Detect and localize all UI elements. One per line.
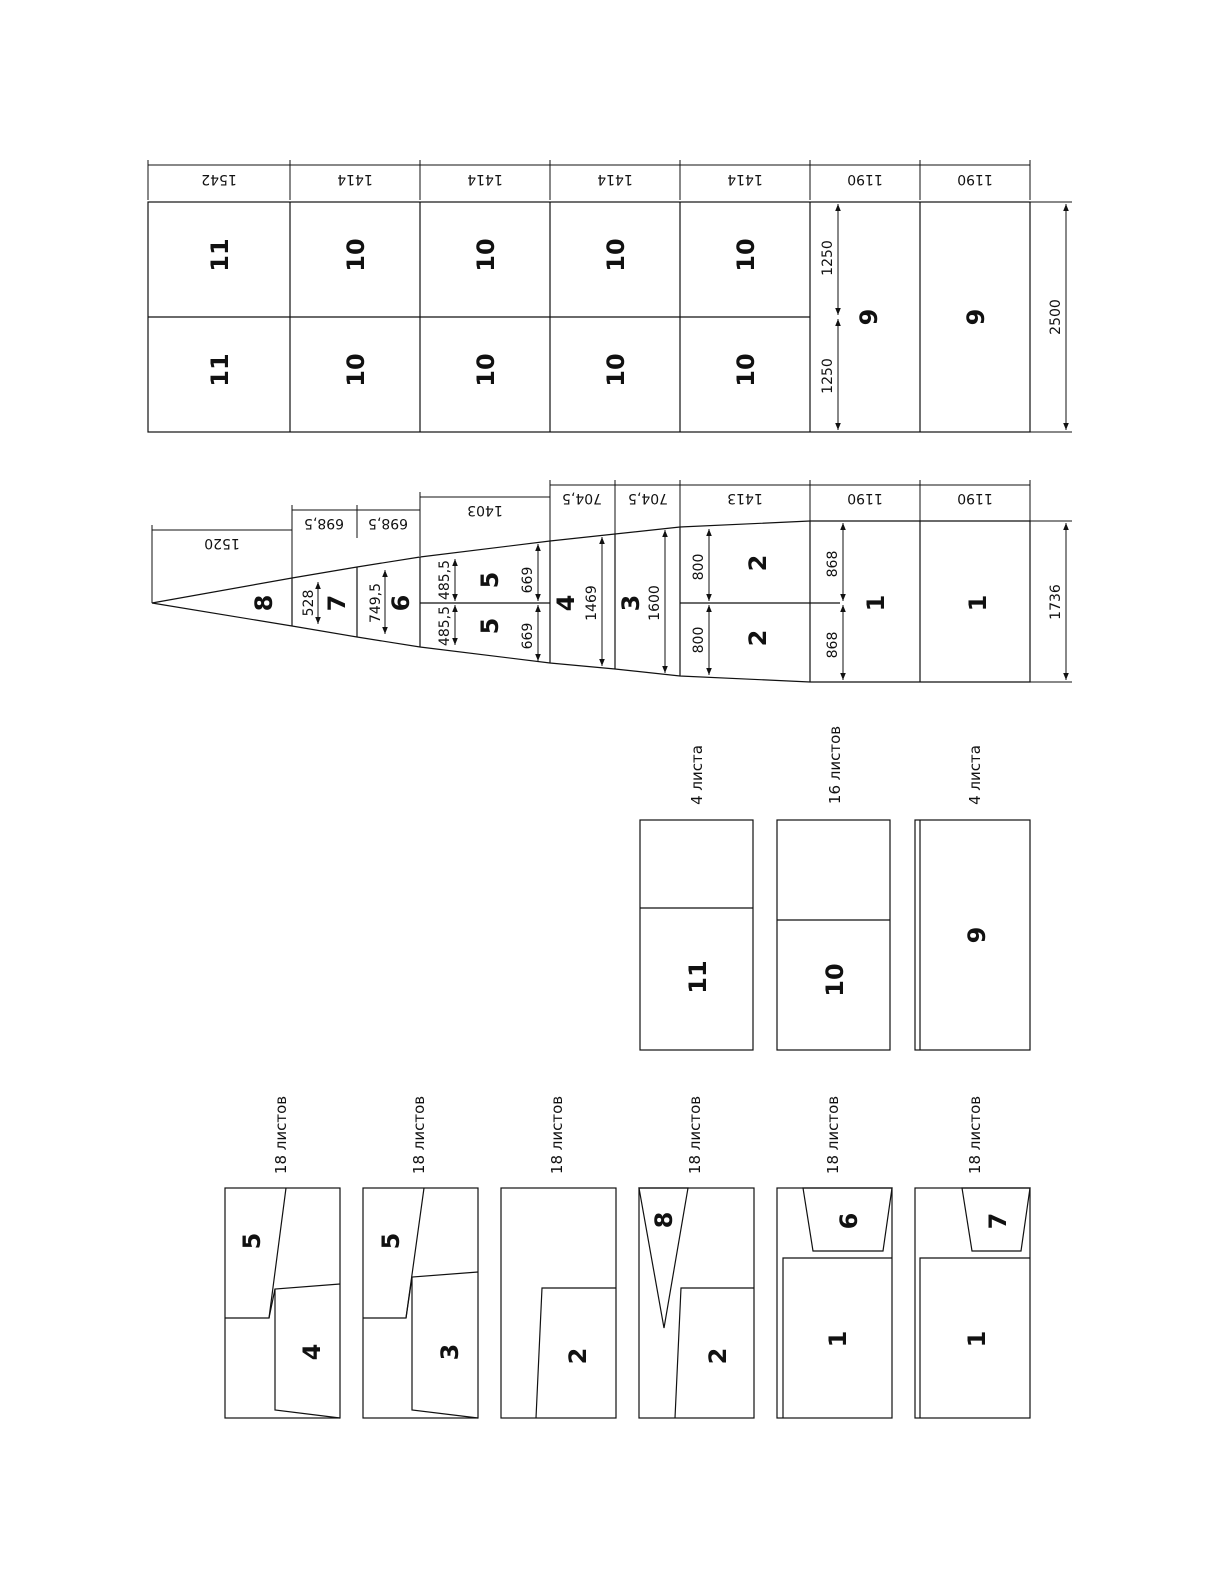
top-width-label-7: 1190 [957, 171, 993, 187]
top-dim-2500-label: 2500 [1048, 299, 1064, 335]
mid-width-ticks [151, 480, 1031, 626]
sheet-9: 9 4 листа [914, 745, 1031, 1051]
mid-piece-5-lower: 5 [476, 618, 504, 635]
mid-piece-6: 6 [387, 595, 415, 612]
sheet-10-label: 10 [821, 963, 849, 996]
mid-dim-749-label: 749,5 [368, 583, 384, 623]
mid-piece-3: 3 [617, 595, 645, 612]
mid-dim-800-upper-label: 800 [691, 554, 707, 581]
mid-dim-1469-label: 1469 [584, 585, 600, 621]
sheet-5-4: 5 4 18 листов [224, 1096, 341, 1419]
top-width-label-4: 1414 [597, 171, 633, 187]
top-piece-10-b2: 10 [472, 353, 500, 386]
mid-dim-800-lower-label: 800 [691, 627, 707, 654]
mid-piece-5-upper: 5 [476, 572, 504, 589]
sheet-2-label: 2 [564, 1348, 592, 1365]
sheet-11-label: 11 [684, 960, 712, 993]
mid-dim-1736-label: 1736 [1048, 584, 1064, 620]
mid-width-label-1520: 1520 [204, 535, 240, 551]
sheet-11: 11 4 листа [639, 745, 754, 1051]
sheet-8-2-label-8: 8 [650, 1212, 678, 1229]
top-width-label-5: 1414 [727, 171, 763, 187]
sheet-8-2: 8 2 18 листов [638, 1096, 755, 1419]
middle-layout: 1520 698,5 698,5 1403 704,5 704,5 1413 1… [151, 480, 1072, 683]
top-dim-1250-lower-label: 1250 [820, 358, 836, 394]
sheet-9-count: 4 листа [966, 745, 984, 805]
sheet-5-3-count: 18 листов [410, 1096, 428, 1174]
sheet-6-1-label-1: 1 [824, 1331, 852, 1348]
sheet-5-4-label-5: 5 [238, 1233, 266, 1250]
mid-piece-8: 8 [250, 595, 278, 612]
mid-width-label-704b: 704,5 [628, 490, 668, 506]
mid-dim-485-lower-label: 485,5 [437, 606, 453, 646]
sheet-6-1: 6 1 18 листов [776, 1096, 893, 1419]
sheet-6-1-count: 18 листов [824, 1096, 842, 1174]
mid-width-label-1413: 1413 [727, 490, 763, 506]
mid-dim-868-upper-label: 868 [825, 551, 841, 578]
mid-width-label-704a: 704,5 [562, 490, 602, 506]
top-piece-11-a: 11 [206, 238, 234, 271]
mid-width-label-698b: 698,5 [368, 515, 408, 531]
sheet-5-3: 5 3 18 листов [362, 1096, 479, 1419]
mid-dim-669-lower-label: 669 [520, 623, 536, 650]
mid-width-label-698a: 698,5 [304, 515, 344, 531]
top-piece-10-a4: 10 [732, 238, 760, 271]
mid-piece-1-b: 1 [964, 595, 992, 612]
sheet-10-count: 16 листов [826, 726, 844, 804]
top-width-label-3: 1414 [467, 171, 503, 187]
sheet-7-1-label-7: 7 [984, 1213, 1012, 1230]
sheet-10: 10 16 листов [776, 726, 891, 1051]
top-piece-10-b3: 10 [602, 353, 630, 386]
mid-width-label-1190b: 1190 [957, 490, 993, 506]
top-piece-10-a2: 10 [472, 238, 500, 271]
top-piece-10-a3: 10 [602, 238, 630, 271]
sheet-2-count: 18 листов [548, 1096, 566, 1174]
sheet-8-2-count: 18 листов [686, 1096, 704, 1174]
mid-piece-4: 4 [552, 595, 580, 612]
sheet-5-4-label-4: 4 [298, 1344, 326, 1361]
mid-dim-669-upper-label: 669 [520, 567, 536, 594]
mid-layout-outline [151, 520, 1031, 683]
sheet-row-2: 5 4 18 листов 5 3 18 листов 2 18 листов … [224, 1096, 1031, 1419]
sheet-7-1-label-1: 1 [963, 1331, 991, 1348]
top-dim-1250-upper-label: 1250 [820, 240, 836, 276]
top-piece-10-b1: 10 [342, 353, 370, 386]
top-piece-9-a: 9 [855, 309, 883, 326]
mid-piece-2-lower: 2 [744, 630, 772, 647]
mid-dim-1600-label: 1600 [647, 585, 663, 621]
top-width-label-1: 1542 [201, 171, 237, 187]
top-piece-10-a1: 10 [342, 238, 370, 271]
top-layout: 1542 1414 1414 1414 1414 1190 1190 11 11… [147, 160, 1072, 433]
sheet-6-1-label-6: 6 [835, 1213, 863, 1230]
mid-dim-485-upper-label: 485,5 [437, 560, 453, 600]
sheet-2: 2 18 листов [500, 1096, 617, 1419]
top-width-label-6: 1190 [847, 171, 883, 187]
sheet-5-3-label-5: 5 [377, 1233, 405, 1250]
top-width-label-2: 1414 [337, 171, 373, 187]
mid-dim-528-label: 528 [301, 590, 317, 617]
sheet-5-4-count: 18 листов [272, 1096, 290, 1174]
sheet-8-2-label-2: 2 [704, 1348, 732, 1365]
mid-width-label-1403: 1403 [467, 502, 503, 518]
top-width-ticks [147, 160, 1031, 200]
sheet-7-1-count: 18 листов [966, 1096, 984, 1174]
sheet-5-3-label-3: 3 [436, 1344, 464, 1361]
top-piece-11-b: 11 [206, 353, 234, 386]
mid-dim-868-lower-label: 868 [825, 632, 841, 659]
sheet-row-1: 11 4 листа 10 16 листов 9 4 листа [639, 726, 1031, 1051]
mid-piece-2-upper: 2 [744, 555, 772, 572]
mid-piece-7: 7 [323, 595, 351, 612]
mid-piece-1-a: 1 [862, 595, 890, 612]
sheet-7-1: 7 1 18 листов [914, 1096, 1031, 1419]
top-piece-10-b4: 10 [732, 353, 760, 386]
sheet-9-label: 9 [963, 927, 991, 944]
mid-width-label-1190a: 1190 [847, 490, 883, 506]
top-piece-9-b: 9 [962, 309, 990, 326]
sheet-11-count: 4 листа [688, 745, 706, 805]
